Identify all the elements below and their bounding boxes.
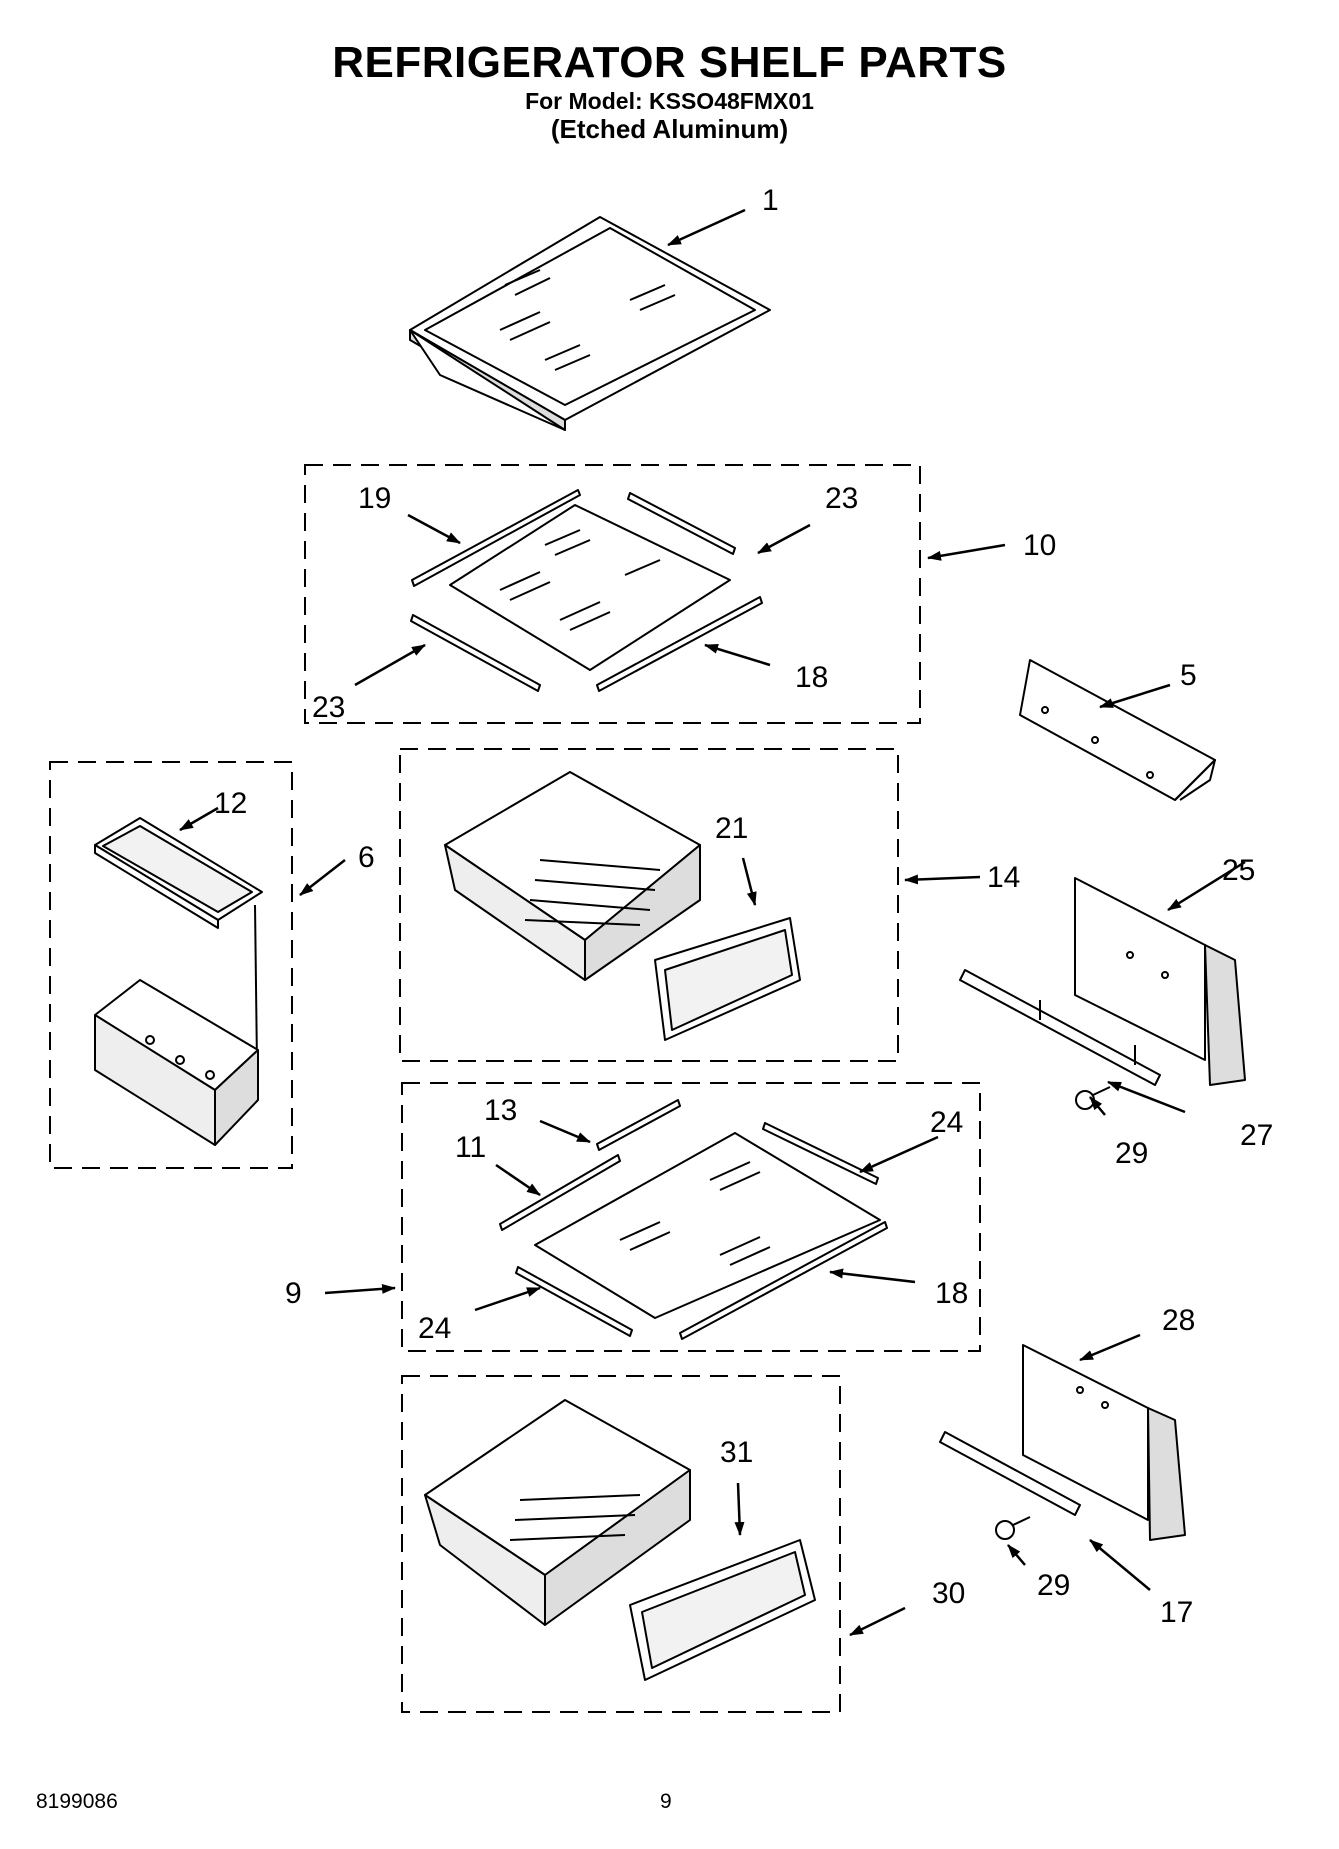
trim-19 [411, 489, 581, 587]
callout-11: 11 [455, 1131, 486, 1164]
part-29-screw-top [1075, 1086, 1111, 1110]
callout-28: 28 [1162, 1304, 1195, 1337]
callout-23-lower: 23 [312, 691, 345, 724]
page-number: 9 [660, 1790, 672, 1813]
callout-24-upper: 24 [930, 1106, 963, 1139]
callout-18-upper: 18 [795, 661, 828, 694]
part-30-pan-drawer [424, 1399, 691, 1626]
leader-arrows [179, 208, 1246, 1637]
trim-23-top [627, 492, 736, 555]
part-14-crisper-drawer [444, 771, 701, 981]
part-31-pan-cover [629, 1539, 816, 1681]
part-17-slide-rail [939, 1431, 1081, 1516]
callout-12: 12 [214, 787, 247, 820]
callout-31: 31 [720, 1436, 753, 1469]
part-29-screw-bottom [995, 1516, 1031, 1540]
callout-5: 5 [1180, 659, 1197, 692]
part-10-glass-shelf [449, 504, 731, 671]
callout-30: 30 [932, 1577, 965, 1610]
model-line: For Model: KSSO48FMX01 [525, 88, 814, 114]
document-number: 8199086 [36, 1790, 118, 1813]
trim-24-top [762, 1122, 879, 1185]
part-25-rail-bracket [1074, 877, 1246, 1086]
group-box-14 [399, 748, 899, 1062]
callout-10: 10 [1023, 529, 1056, 562]
group-box-30 [401, 1375, 841, 1713]
part-12-bin-cover [94, 817, 263, 929]
callout-23-upper: 23 [825, 482, 858, 515]
trim-13 [596, 1099, 681, 1151]
callout-17: 17 [1160, 1596, 1193, 1629]
group-box-6 [49, 761, 293, 1169]
callout-29-lower: 29 [1037, 1569, 1070, 1602]
callout-27: 27 [1240, 1119, 1273, 1152]
callout-14: 14 [987, 861, 1020, 894]
group-box-10 [304, 464, 921, 724]
callout-21: 21 [715, 812, 748, 845]
part-6-bin [94, 979, 259, 1146]
callout-25: 25 [1222, 854, 1255, 887]
trim-18-lower [679, 1221, 888, 1340]
part-9-glass-shelf [534, 1132, 881, 1319]
callout-18-lower: 18 [935, 1277, 968, 1310]
trim-18 [596, 596, 763, 692]
trim-24-bottom [515, 1266, 633, 1337]
variant-label: (Etched Aluminum) [550, 114, 789, 144]
group-box-9 [401, 1082, 981, 1352]
part-21-crisper-cover [654, 917, 801, 1041]
part-28-rail-bracket [1022, 1344, 1186, 1541]
trim-11 [499, 1154, 621, 1231]
callout-19: 19 [358, 482, 391, 515]
callout-9: 9 [285, 1277, 302, 1310]
assembly-groups [49, 464, 981, 1713]
callout-29-upper: 29 [1115, 1137, 1148, 1170]
trim-23-bottom [410, 614, 541, 692]
part-27-slide-rail [959, 969, 1161, 1086]
callout-24-lower: 24 [418, 1312, 451, 1345]
callout-13: 13 [484, 1094, 517, 1127]
callout-1: 1 [762, 184, 779, 217]
page-title: REFRIGERATOR SHELF PARTS [332, 38, 1007, 87]
callout-numbers: 1 5 6 9 10 11 12 13 14 17 18 18 19 21 23… [214, 184, 1273, 1629]
part-1-shelf-assembly [409, 216, 771, 431]
callout-6: 6 [358, 841, 375, 874]
